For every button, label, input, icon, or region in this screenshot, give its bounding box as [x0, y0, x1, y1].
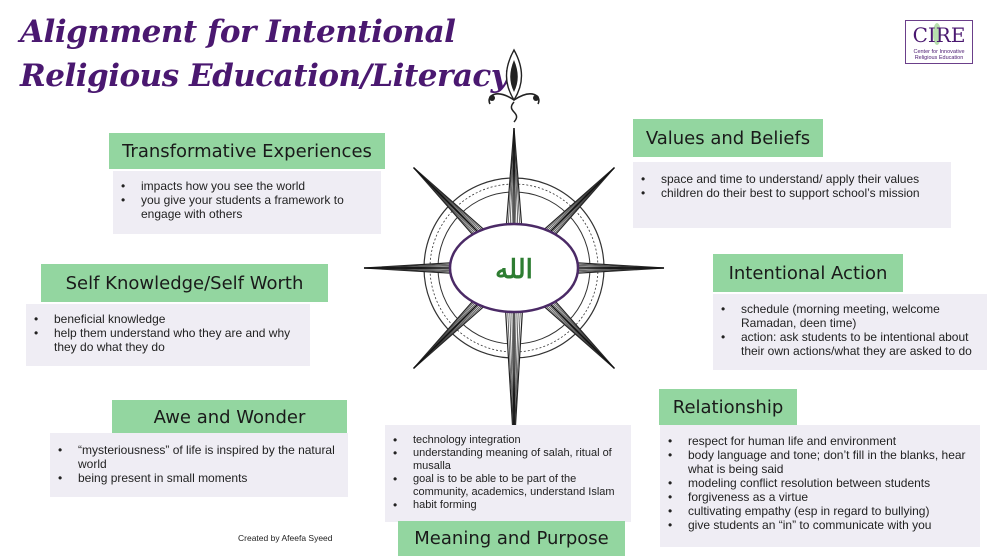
relationship-list: respect for human life and environment b… — [660, 434, 980, 532]
cire-logo: CIRE Center for Innovative Religious Edu… — [905, 20, 973, 64]
meaning-list: technology integration understanding mea… — [385, 434, 631, 512]
leaf-icon — [933, 23, 941, 45]
compass-north-ornament — [488, 48, 540, 123]
values-list: space and time to understand/ apply thei… — [633, 172, 951, 200]
list-item: habit forming — [393, 499, 631, 512]
intentional-box: schedule (morning meeting, welcome Ramad… — [713, 294, 987, 370]
compass-rose: الله — [363, 48, 665, 513]
intentional-heading: Intentional Action — [713, 254, 903, 292]
logo-wordmark: CIRE — [912, 23, 966, 47]
list-item: beneficial knowledge — [34, 312, 310, 326]
list-item: forgiveness as a virtue — [668, 490, 980, 504]
values-box: space and time to understand/ apply thei… — [633, 162, 951, 228]
list-item: impacts how you see the world — [121, 179, 381, 193]
relationship-box: respect for human life and environment b… — [660, 425, 980, 547]
relationship-heading: Relationship — [659, 389, 797, 425]
list-item: goal is to be able to be part of the com… — [393, 473, 631, 499]
transformative-heading: Transformative Experiences — [109, 133, 385, 169]
intentional-list: schedule (morning meeting, welcome Ramad… — [713, 302, 987, 358]
page-title-line-2: Religious Education/Literacy — [20, 58, 509, 94]
awe-heading: Awe and Wonder — [112, 400, 347, 435]
list-item: respect for human life and environment — [668, 434, 980, 448]
list-item: technology integration — [393, 434, 631, 447]
logo-subtitle-line-1: Center for Innovative — [913, 49, 965, 55]
transformative-box: impacts how you see the world you give y… — [113, 171, 381, 234]
logo-subtitle-line-2: Religious Education — [914, 55, 964, 61]
list-item: space and time to understand/ apply thei… — [641, 172, 951, 186]
awe-list: “mysteriousness” of life is inspired by … — [50, 443, 348, 485]
list-item: schedule (morning meeting, welcome Ramad… — [721, 302, 987, 330]
self-knowledge-list: beneficial knowledge help them understan… — [26, 312, 310, 354]
list-item: understanding meaning of salah, ritual o… — [393, 447, 631, 473]
meaning-box: technology integration understanding mea… — [385, 425, 631, 522]
self-knowledge-heading: Self Knowledge/Self Worth — [41, 264, 328, 302]
awe-box: “mysteriousness” of life is inspired by … — [50, 433, 348, 497]
list-item: “mysteriousness” of life is inspired by … — [58, 443, 348, 471]
credit-text: Created by Afeefa Syeed — [238, 533, 333, 543]
transformative-list: impacts how you see the world you give y… — [113, 179, 381, 221]
list-item: body language and tone; don’t fill in th… — [668, 448, 980, 476]
list-item: help them understand who they are and wh… — [34, 326, 310, 354]
list-item: give students an “in” to communicate wit… — [668, 518, 980, 532]
list-item: action: ask students to be intentional a… — [721, 330, 987, 358]
center-text: الله — [495, 255, 533, 285]
list-item: modeling conflict resolution between stu… — [668, 476, 980, 490]
meaning-heading: Meaning and Purpose — [398, 521, 625, 556]
values-heading: Values and Beliefs — [633, 119, 823, 157]
list-item: cultivating empathy (esp in regard to bu… — [668, 504, 980, 518]
list-item: children do their best to support school… — [641, 186, 951, 200]
page-title-line-1: Alignment for Intentional — [20, 14, 456, 50]
list-item: being present in small moments — [58, 471, 348, 485]
list-item: you give your students a framework to en… — [121, 193, 381, 221]
center-ellipse — [448, 222, 580, 314]
self-knowledge-box: beneficial knowledge help them understan… — [26, 304, 310, 366]
